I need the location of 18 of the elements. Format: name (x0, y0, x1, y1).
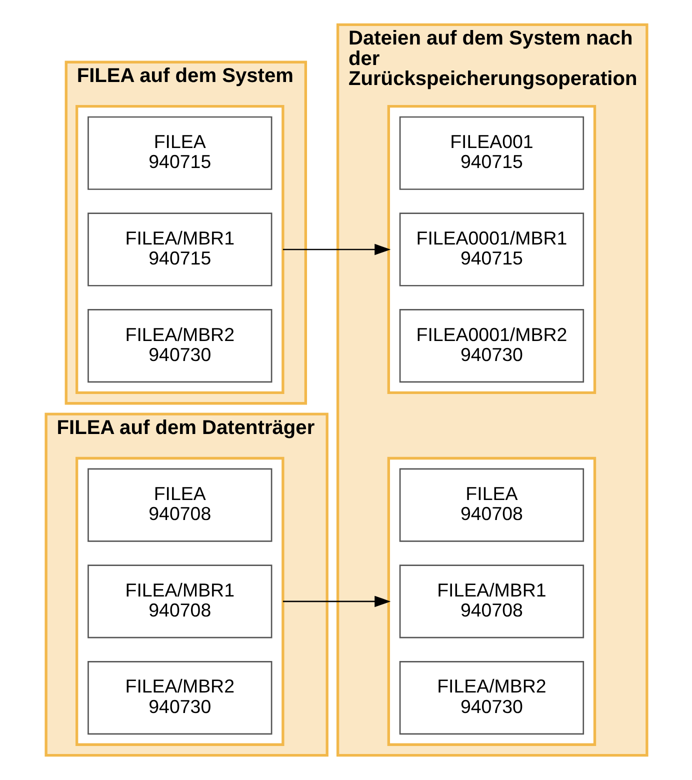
node-box: FILEA0001/MBR1 940715 (398, 212, 584, 286)
node-box: FILEA/MBR1 940715 (87, 212, 272, 286)
node-box: FILEA0001/MBR2 940730 (398, 309, 584, 383)
node-box: FILEA 940708 (87, 468, 272, 542)
arrow (282, 596, 390, 608)
node-box: FILEA/MBR2 940730 (87, 661, 272, 735)
node-box: FILEA/MBR2 940730 (87, 309, 272, 383)
node-box: FILEA/MBR2 940730 (398, 661, 584, 735)
node-box: FILEA/MBR1 940708 (87, 564, 272, 638)
node-box: FILEA/MBR1 940708 (398, 564, 584, 638)
cluster (75, 456, 284, 746)
cluster (386, 456, 596, 746)
node-box: FILEA 940715 (87, 116, 272, 190)
cluster (386, 104, 596, 394)
arrow (282, 244, 390, 256)
cluster (75, 104, 284, 394)
node-box: FILEA 940708 (398, 468, 584, 542)
node-box: FILEA001 940715 (398, 116, 584, 190)
